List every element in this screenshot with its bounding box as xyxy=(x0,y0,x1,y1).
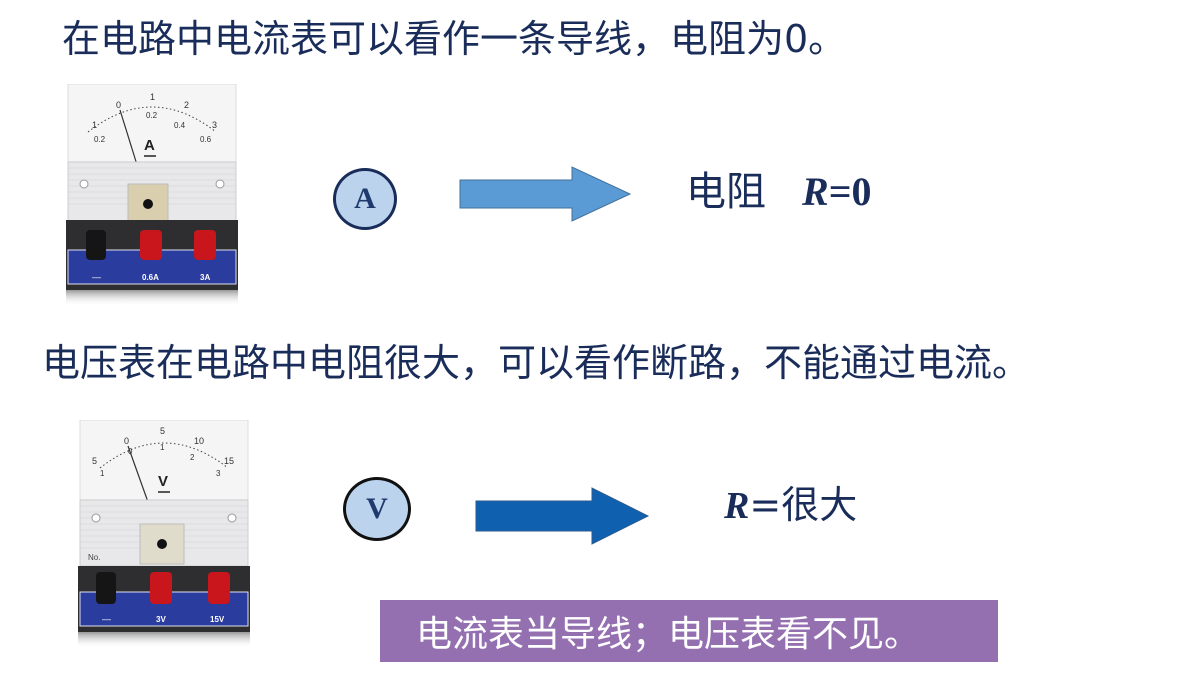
svg-text:3: 3 xyxy=(216,469,221,478)
voltmeter-unit-label: V xyxy=(158,473,168,490)
ammeter-image: 1 0 1 2 3 0.2 0.2 0.4 0.6 A — 0.6A 3A xyxy=(66,83,238,306)
summary-banner: 电流表当导线；电压表看不见。 xyxy=(380,600,998,662)
ammeter-symbol: A xyxy=(333,168,397,230)
voltmeter-heading: 电压表在电路中电阻很大，可以看作断路，不能通过电流。 xyxy=(42,341,1031,385)
svg-text:0: 0 xyxy=(124,436,129,446)
resistance-variable: R xyxy=(724,485,750,527)
svg-text:—: — xyxy=(92,272,101,282)
ammeter-symbol-letter: A xyxy=(354,182,376,215)
voltmeter-symbol-letter: V xyxy=(366,492,388,525)
svg-text:15: 15 xyxy=(224,456,234,466)
ammeter-result: 电阻 R=0 xyxy=(686,169,872,215)
voltmeter-result: R=很大 xyxy=(724,486,857,525)
svg-text:No.: No. xyxy=(88,553,100,562)
dial-label: 1 xyxy=(92,120,97,130)
svg-text:0.6: 0.6 xyxy=(200,135,212,144)
arrow-right-icon xyxy=(459,166,632,222)
svg-text:3V: 3V xyxy=(156,615,166,624)
ammeter-heading: 在电路中电流表可以看作一条导线，电阻为0。 xyxy=(62,17,847,61)
resistance-value: =0 xyxy=(828,169,872,214)
svg-text:0: 0 xyxy=(116,100,121,110)
svg-text:2: 2 xyxy=(184,100,189,110)
svg-text:15V: 15V xyxy=(210,615,225,624)
svg-text:1: 1 xyxy=(100,469,105,478)
svg-text:0.6A: 0.6A xyxy=(142,273,159,282)
svg-text:2: 2 xyxy=(190,453,195,462)
voltmeter-symbol: V xyxy=(343,477,411,541)
svg-text:0.4: 0.4 xyxy=(174,121,186,130)
svg-text:10: 10 xyxy=(194,436,204,446)
svg-text:1: 1 xyxy=(150,92,155,102)
summary-text: 电流表当导线；电压表看不见。 xyxy=(416,614,921,655)
ammeter-unit-label: A xyxy=(144,137,155,154)
svg-text:3A: 3A xyxy=(200,273,210,282)
svg-text:1: 1 xyxy=(160,443,165,452)
arrow-right-icon xyxy=(475,487,650,545)
svg-text:0.2: 0.2 xyxy=(146,111,158,120)
svg-text:—: — xyxy=(102,614,111,624)
voltmeter-image: 5 0 5 10 15 1 0 1 2 3 V No. — 3V 15V xyxy=(78,419,250,648)
svg-text:3: 3 xyxy=(212,120,217,130)
resistance-label: 电阻 xyxy=(686,169,766,215)
resistance-variable: R xyxy=(802,169,829,214)
svg-text:0.2: 0.2 xyxy=(94,135,106,144)
svg-text:5: 5 xyxy=(160,426,165,436)
resistance-value: =很大 xyxy=(749,483,858,527)
svg-text:5: 5 xyxy=(92,456,97,466)
